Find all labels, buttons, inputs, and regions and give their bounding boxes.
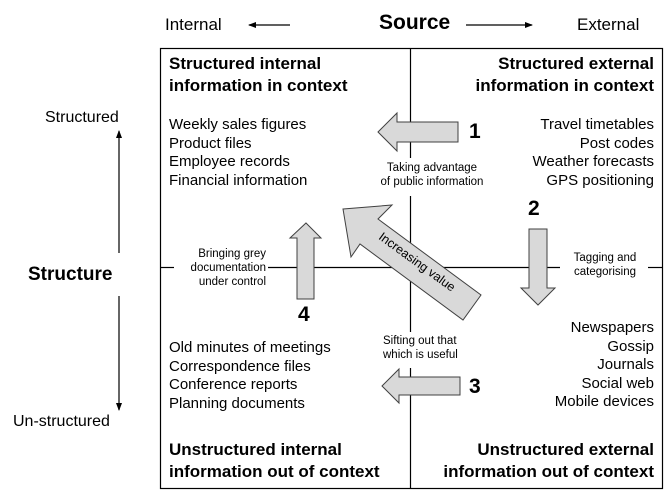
quadrant-top-right: Structured external information in conte… xyxy=(476,53,655,190)
quadrant-bottom-right: Newspapers Gossip Journals Social web Mo… xyxy=(555,319,654,412)
quadrant-title: information out of context xyxy=(443,462,654,481)
list-item: Mobile devices xyxy=(554,393,654,410)
step-4-label: Bringing grey documentation under contro… xyxy=(174,247,266,289)
step-3-number: 3 xyxy=(469,375,481,398)
quadrant-top-left: Structured internal information in conte… xyxy=(169,53,348,190)
step-4-number: 4 xyxy=(298,303,310,326)
step-2-label: Tagging and categorising xyxy=(562,251,648,279)
list-item: Newspapers xyxy=(570,319,654,336)
step-1-number: 1 xyxy=(469,120,481,143)
step-2-number: 2 xyxy=(528,197,540,220)
step-3-arrow xyxy=(381,367,461,405)
step-label-line: Bringing grey xyxy=(198,248,266,260)
list-item: Correspondence files xyxy=(169,357,311,375)
list-item: Conference reports xyxy=(169,376,298,393)
structure-axis-top-label: Structured xyxy=(45,109,119,126)
step-label-line: Taking advantage xyxy=(386,162,478,174)
matrix-border xyxy=(159,47,664,490)
quadrant-title: information out of context xyxy=(169,462,380,481)
list-item: Product files xyxy=(169,134,252,152)
step-label-line: which is useful xyxy=(383,349,458,361)
step-4-arrow xyxy=(288,222,323,300)
source-axis-right-label: External xyxy=(577,15,640,34)
step-label-line: of public information xyxy=(380,176,484,188)
list-item: Employee records xyxy=(169,153,290,170)
quadrant-title: information in context xyxy=(475,76,655,95)
list-item: Old minutes of meetings xyxy=(169,339,331,356)
list-item: Weekly sales figures xyxy=(169,116,307,133)
step-1-arrow xyxy=(377,111,459,153)
list-item: GPS positioning xyxy=(546,171,654,189)
step-label-line: Tagging and xyxy=(573,252,637,264)
step-1-label: Taking advantage of public information xyxy=(372,161,492,189)
quadrant-title: Unstructured internal xyxy=(169,440,342,459)
list-item: Journals xyxy=(597,356,654,373)
structure-axis-title: Structure xyxy=(28,264,113,285)
list-item: Planning documents xyxy=(169,394,305,412)
step-label-line: categorising xyxy=(573,266,636,278)
list-item: Travel timetables xyxy=(540,116,654,133)
list-item: Weather forecasts xyxy=(532,153,654,170)
quadrant-bottom-right-title: Unstructured external information out of… xyxy=(443,439,654,483)
quadrant-bottom-left: Old minutes of meetings Correspondence f… xyxy=(169,339,331,413)
list-item: Post codes xyxy=(579,134,654,152)
step-3-label: Sifting out that which is useful xyxy=(383,334,458,362)
quadrant-bottom-left-title: Unstructured internal information out of… xyxy=(169,439,380,483)
source-axis-left-label: Internal xyxy=(165,15,222,34)
list-item: Gossip xyxy=(607,337,654,355)
quadrant-title: Structured external xyxy=(498,54,654,73)
source-axis-title: Source xyxy=(379,11,451,34)
step-2-arrow xyxy=(519,228,557,306)
quadrant-title: information in context xyxy=(169,76,348,95)
step-label-line: under control xyxy=(198,276,266,288)
list-item: Financial information xyxy=(169,171,308,189)
structure-axis-bottom-label: Un-structured xyxy=(13,413,110,430)
list-item: Social web xyxy=(581,374,654,392)
increasing-value-arrow xyxy=(342,204,482,321)
quadrant-title: Unstructured external xyxy=(477,440,654,459)
step-label-line: documentation xyxy=(190,262,266,274)
quadrant-title: Structured internal xyxy=(169,54,322,73)
step-label-line: Sifting out that xyxy=(383,335,457,347)
